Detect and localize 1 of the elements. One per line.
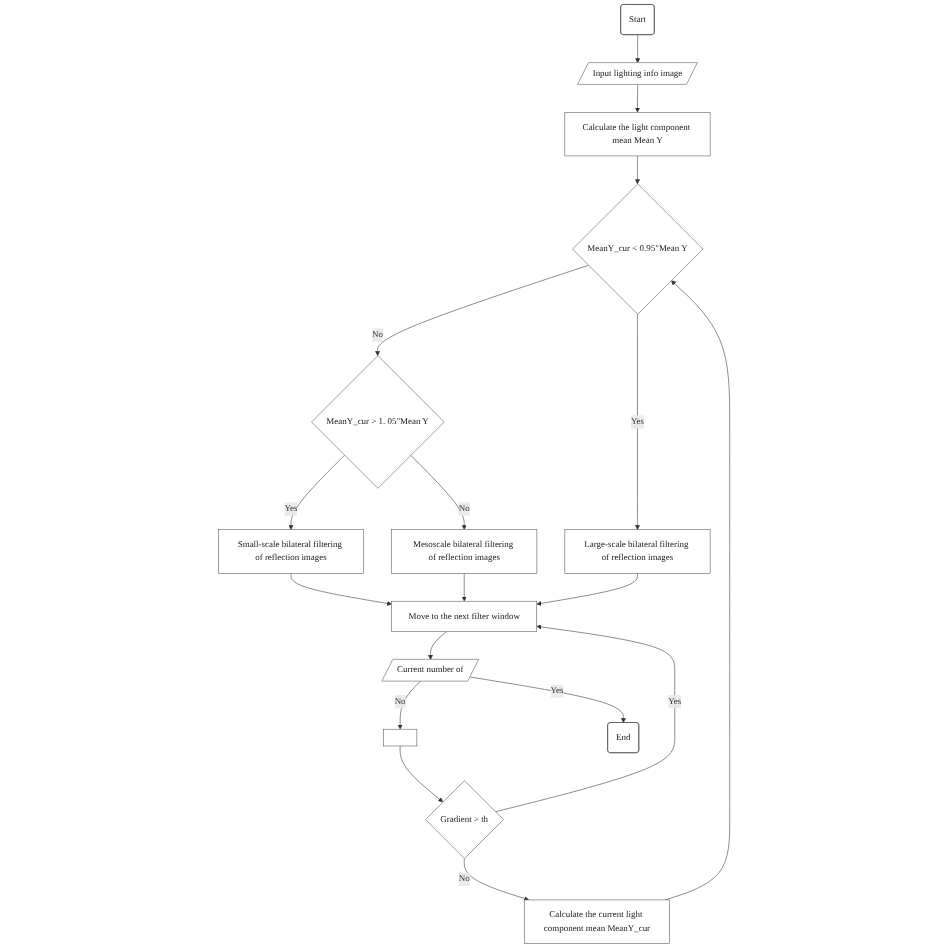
node-box xyxy=(383,728,418,747)
